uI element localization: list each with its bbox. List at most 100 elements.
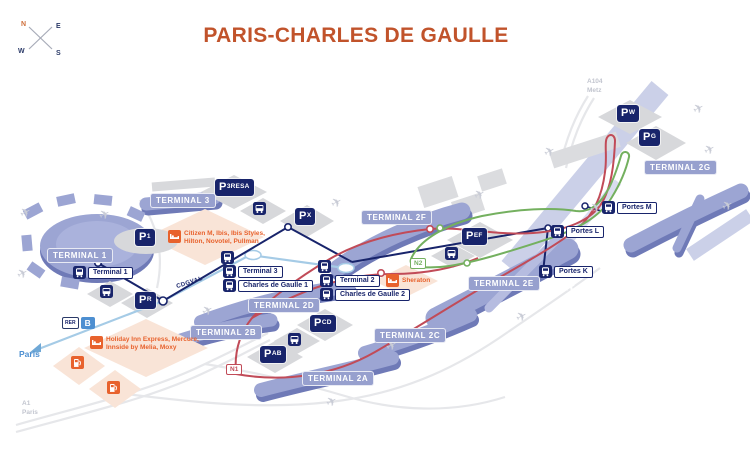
- cdgval-line: [94, 202, 602, 306]
- fuel-station-icon: [107, 381, 120, 394]
- train-icon: [320, 274, 333, 287]
- parking-pw-badge: PW: [617, 105, 640, 122]
- bus-icon: [288, 333, 301, 346]
- compass-north-label: N: [21, 21, 27, 28]
- parking-p-letter: P: [139, 231, 147, 243]
- station-label: Charles de Gaulle 1: [238, 279, 313, 292]
- hotel-icon: [90, 336, 103, 349]
- station-terminal-1: Terminal 1: [73, 266, 133, 279]
- station-label: Portes L: [566, 225, 605, 238]
- parking-p-letter: P: [219, 181, 227, 193]
- parking-p3resa-badge: P3RESA: [215, 179, 254, 196]
- terminal-3-gray-strip: [151, 177, 216, 192]
- terminal-2g-label: TERMINAL 2G: [644, 160, 717, 175]
- parking-pg-badge: PG: [639, 129, 661, 146]
- parking-sub-letter: R: [146, 296, 152, 303]
- rer-train-icon: [223, 279, 236, 292]
- compass-south-label: S: [56, 50, 61, 57]
- parking-pr-badge: PR: [135, 292, 156, 309]
- hotel-names: Innside by Melia, Moxy: [106, 344, 177, 351]
- parking-sub-letter: W: [628, 109, 636, 116]
- parking-p-letter: P: [299, 210, 307, 222]
- hotel-names: Holiday Inn Express, Mercure,: [106, 336, 199, 343]
- fuel-station-icon: [71, 356, 84, 369]
- train-icon: [602, 201, 615, 214]
- parking-p-letter: P: [264, 348, 272, 360]
- parking-pab-badge: PAB: [260, 346, 286, 363]
- train-icon: [551, 225, 564, 238]
- station-terminal-3: Terminal 3: [223, 265, 283, 278]
- green-route-line: [409, 151, 631, 269]
- station-portes-m: Portes M: [602, 201, 657, 214]
- parking-sub-letter: 3RESA: [226, 183, 250, 190]
- bus-icon: [100, 285, 113, 298]
- parking-sub-letter: CD: [321, 319, 332, 326]
- bus-icon: [445, 247, 458, 260]
- hotel-names: Sheraton: [402, 277, 431, 284]
- parking-sub-letter: EF: [473, 232, 483, 239]
- paris-direction-label: Paris: [19, 349, 40, 359]
- terminal-2b-label: TERMINAL 2B: [190, 325, 263, 340]
- hotel-names: Citizen M, Ibis, Ibis Styles,: [184, 230, 265, 237]
- compass-cross: [28, 26, 53, 50]
- hotel-icon: [386, 274, 399, 287]
- cdgval-station-icon: [221, 251, 234, 264]
- parking-sub-letter: G: [650, 133, 657, 140]
- compass-east-label: E: [56, 23, 61, 30]
- road-number: A1: [22, 400, 31, 407]
- parking-sub-letter: 1: [146, 233, 151, 240]
- hotel-names: Hilton, Novotel, Pullman: [184, 238, 259, 245]
- rer-logo: RER: [62, 317, 79, 329]
- road-number: A104: [587, 78, 603, 85]
- terminal-2f-label: TERMINAL 2F: [361, 210, 433, 225]
- station-label: Charles de Gaulle 2: [335, 288, 410, 301]
- station-label: Terminal 2: [335, 274, 380, 287]
- hotels-north-annotation: Citizen M, Ibis, Ibis Styles,Hilton, Nov…: [168, 230, 265, 246]
- parking-p-letter: P: [643, 131, 651, 143]
- station-portes-l: Portes L: [551, 225, 605, 238]
- terminal-3-label: TERMINAL 3: [150, 193, 216, 208]
- rer-b-badge: RER B: [62, 317, 95, 329]
- parking-sub-letter: X: [306, 212, 312, 219]
- terminal-2d-label: TERMINAL 2D: [248, 298, 321, 313]
- road-destination: Metz: [587, 86, 602, 94]
- hotel-sheraton-annotation: Sheraton: [386, 274, 430, 287]
- rer-train-icon: [320, 288, 333, 301]
- parking-p-letter: P: [139, 294, 147, 306]
- station-label: Terminal 3: [238, 265, 283, 278]
- parking-sub-letter: AB: [271, 350, 282, 357]
- rer-b-line: [29, 249, 355, 353]
- road-destination: Paris: [22, 408, 38, 416]
- parking-pef-badge: PEF: [462, 228, 487, 245]
- cdgval-station-icon: [318, 260, 331, 273]
- page-title: PARIS-CHARLES DE GAULLE: [203, 24, 509, 47]
- parking-p-letter: P: [314, 317, 322, 329]
- station-charles-de-gaulle-2: Charles de Gaulle 2: [320, 288, 410, 301]
- station-charles-de-gaulle-1: Charles de Gaulle 1: [223, 279, 313, 292]
- train-icon: [223, 265, 236, 278]
- terminal-1-label: TERMINAL 1: [47, 248, 113, 263]
- terminal-2e-label: TERMINAL 2E: [468, 276, 540, 291]
- hotel-icon: [168, 230, 181, 243]
- hotels-south-annotation: Holiday Inn Express, Mercure,Innside by …: [90, 336, 199, 352]
- bus-icon: [253, 202, 266, 215]
- road-n2-label: N2: [410, 258, 427, 269]
- train-icon: [539, 265, 552, 278]
- compass-west-label: W: [18, 48, 25, 55]
- train-icon: [73, 266, 86, 279]
- terminal-2a-label: TERMINAL 2A: [302, 371, 375, 386]
- rer-line-b-badge: B: [80, 317, 95, 329]
- terminal-2c-label: TERMINAL 2C: [374, 328, 447, 343]
- parking-p-letter: P: [621, 107, 629, 119]
- parking-px-badge: PX: [295, 208, 316, 225]
- station-portes-k: Portes K: [539, 265, 593, 278]
- parking-pcd-badge: PCD: [310, 315, 336, 332]
- parking-p1-badge: P1: [135, 229, 155, 246]
- paris-direction-arrow: [29, 343, 41, 353]
- road-n1-label: N1: [226, 364, 243, 375]
- station-label: Terminal 1: [88, 266, 133, 279]
- station-label: Portes K: [554, 265, 593, 278]
